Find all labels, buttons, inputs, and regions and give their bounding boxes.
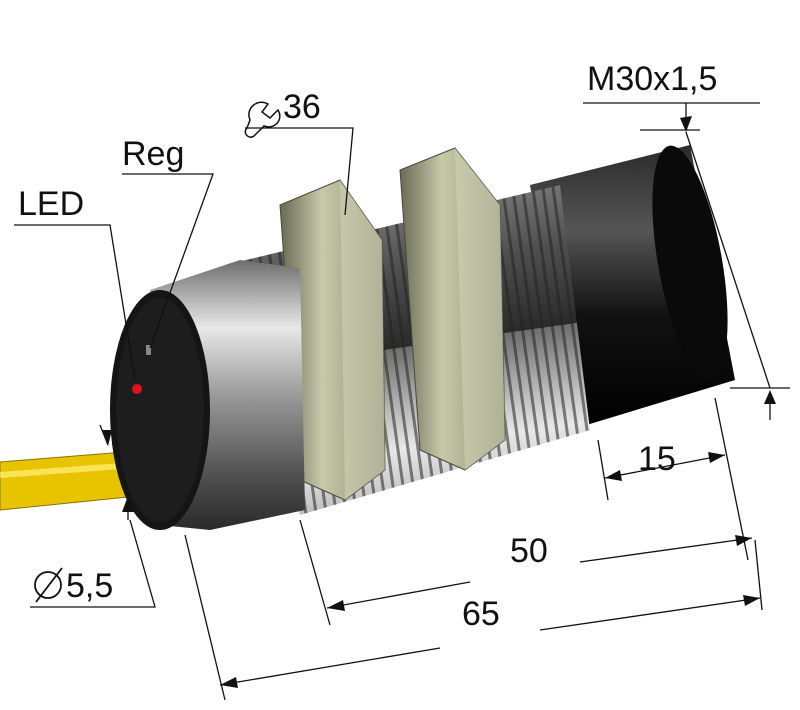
- thread-label: M30x1,5: [587, 60, 717, 98]
- reg-potentiometer: [146, 345, 151, 355]
- reg-label: Reg: [122, 135, 184, 173]
- dim-65-label: 65: [462, 595, 500, 633]
- led-label: LED: [18, 185, 84, 223]
- diameter-symbol-icon: [34, 567, 63, 603]
- led-indicator: [132, 384, 142, 394]
- dim-15-label: 15: [638, 440, 676, 478]
- dim-50-label: 50: [510, 532, 548, 570]
- wrench-size-label: 36: [283, 88, 321, 126]
- wrench-icon: [244, 101, 281, 138]
- cable-diameter-label: 5,5: [66, 567, 113, 605]
